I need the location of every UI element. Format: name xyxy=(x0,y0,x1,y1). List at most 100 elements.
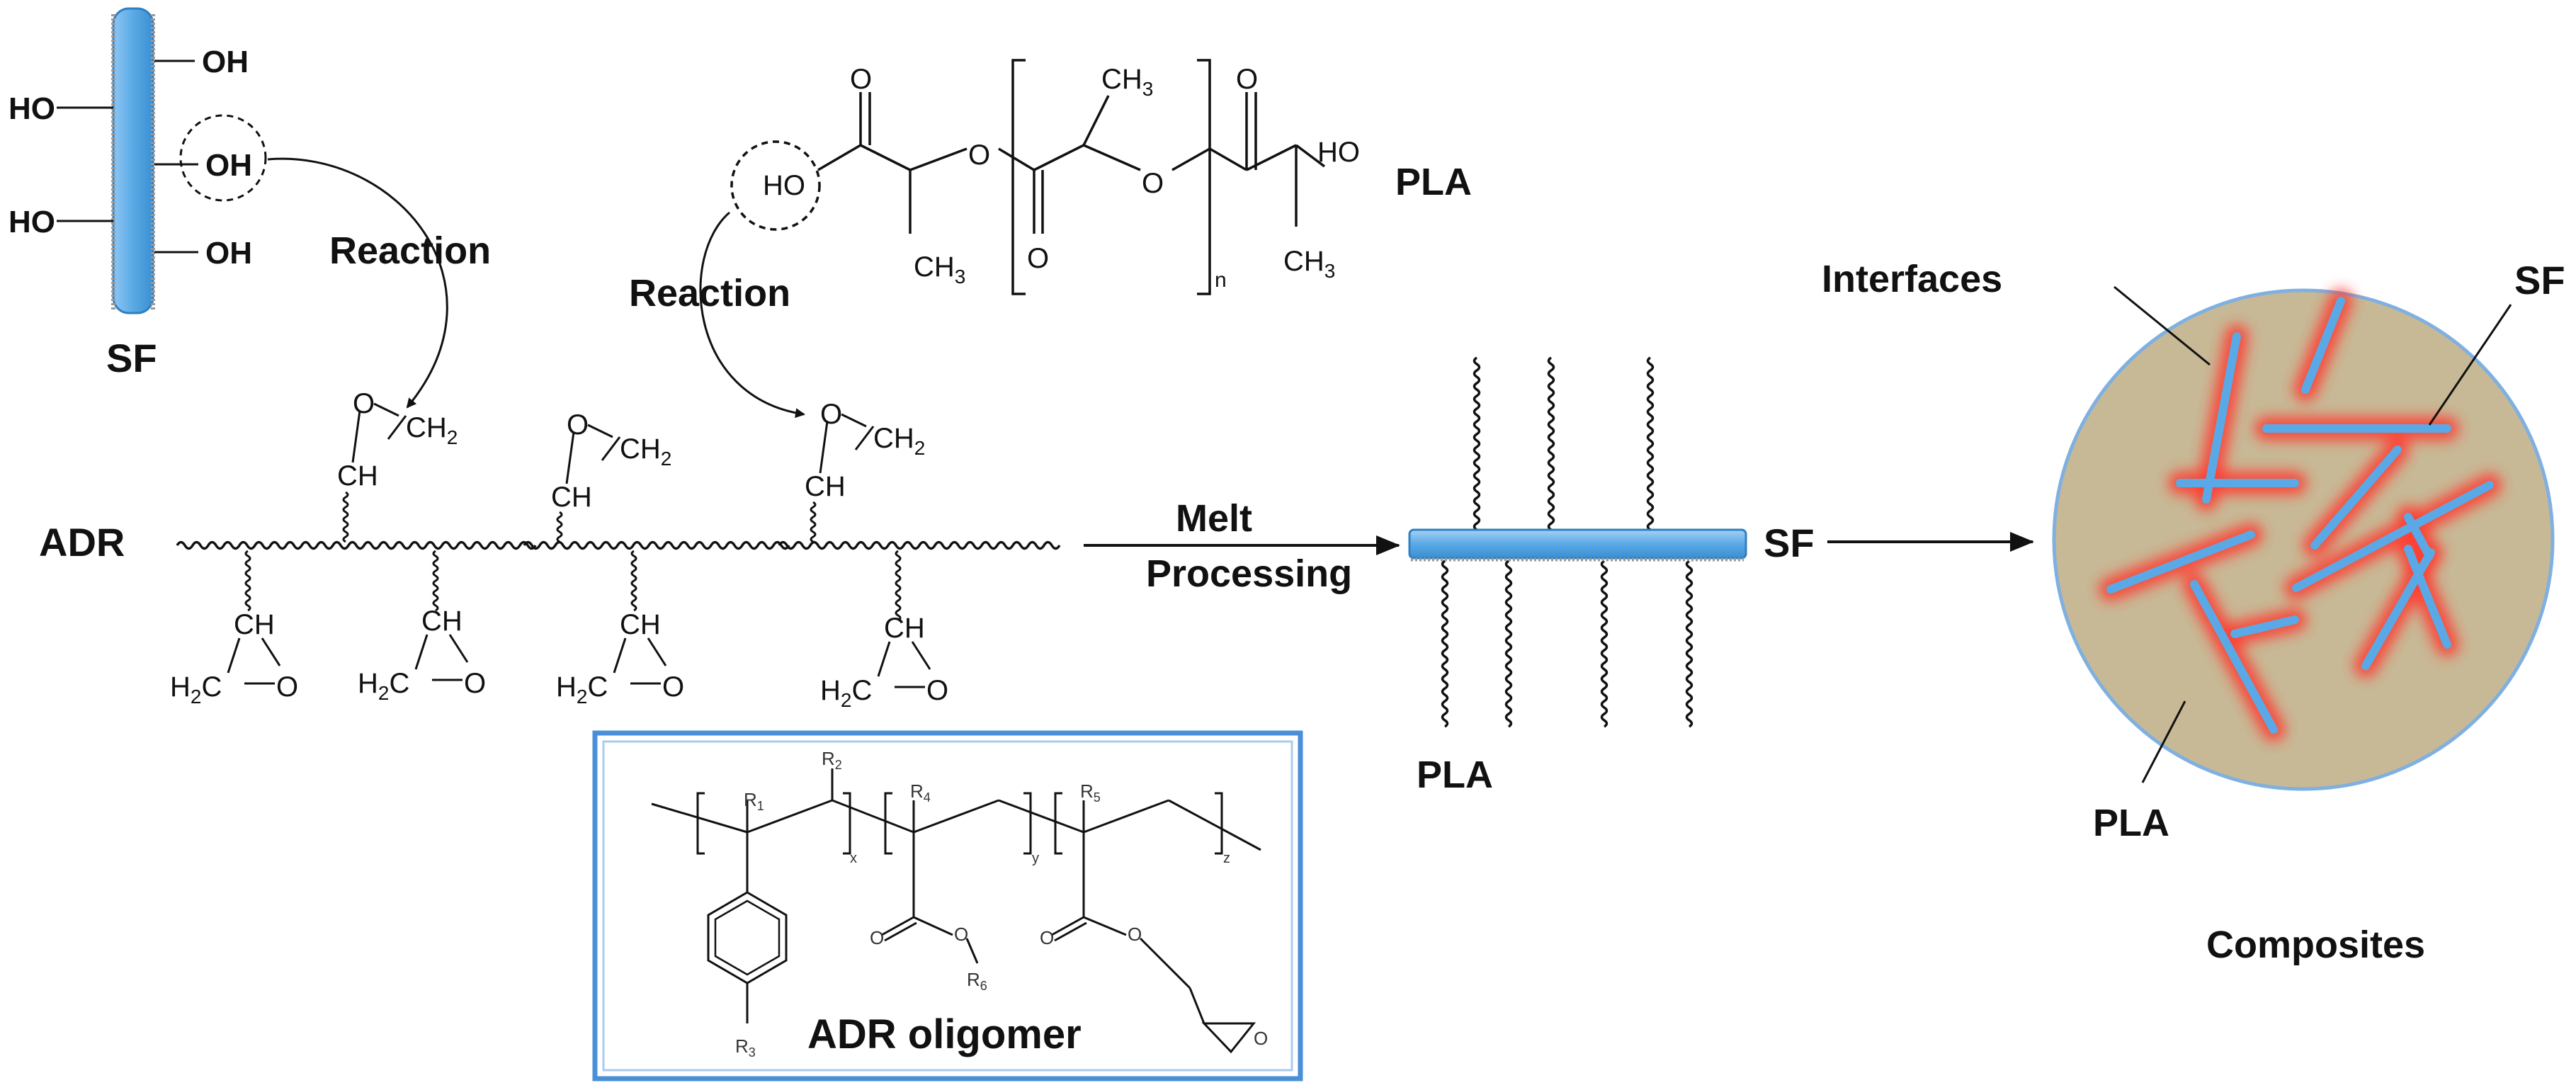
svg-text:O: O xyxy=(1254,1028,1268,1049)
atom-o: O xyxy=(926,675,948,706)
melt-label: Melt xyxy=(1176,497,1252,540)
svg-text:y: y xyxy=(1032,851,1039,866)
epoxide-ring-bond xyxy=(841,413,867,428)
epoxide-ring-bond xyxy=(819,421,829,474)
reaction-arrow-left xyxy=(267,157,448,409)
atom-o: O xyxy=(662,671,684,703)
ho-label: HO xyxy=(8,205,55,239)
epoxide-ring-bond xyxy=(613,637,627,674)
atom-o: O xyxy=(1027,243,1049,274)
oh-label: OH xyxy=(202,45,249,79)
epoxide-ring-bond xyxy=(261,637,281,666)
epoxide-ring-bond xyxy=(227,637,241,674)
epoxide-ring-bond xyxy=(877,641,891,677)
atom-h2c: H2C xyxy=(170,671,222,708)
svg-text:R4: R4 xyxy=(910,780,931,805)
reactive-site-circle xyxy=(179,114,267,202)
atom-o: O xyxy=(1236,64,1258,95)
adr-backbone-segment xyxy=(523,540,790,550)
grafted-sf: SF PLA xyxy=(1408,356,1815,796)
sf-pointer xyxy=(2428,304,2512,426)
atom-ch: CH xyxy=(805,471,846,502)
interfaces-label: Interfaces xyxy=(1822,258,2002,300)
epoxide-linker xyxy=(630,550,637,612)
reaction-label-left: Reaction xyxy=(329,229,491,272)
adr-backbone-segment xyxy=(778,540,1061,550)
epoxide-linker xyxy=(810,501,817,543)
sf-label-mid: SF xyxy=(1764,521,1815,565)
atom-h2c: H2C xyxy=(358,668,409,704)
adr-oligomer-label: ADR oligomer xyxy=(807,1011,1082,1057)
sf-fiber xyxy=(2106,530,2255,594)
svg-text:O: O xyxy=(954,924,968,945)
epoxide-ring-bond xyxy=(351,410,361,463)
composite: Interfaces SF PLA Composites xyxy=(1822,258,2565,966)
sf-fiber-horizontal xyxy=(1408,528,1747,560)
oh-label: OH xyxy=(205,148,252,183)
atom-ch2: CH2 xyxy=(406,412,458,448)
oligomer-atom-labels: R1 R2 R3 R4 R5 R6 O O O O O x y z xyxy=(735,748,1268,1060)
atom-o: O xyxy=(353,388,375,419)
sf-fiber-vertical xyxy=(112,7,154,314)
atom-o: O xyxy=(820,399,842,430)
atom-o: O xyxy=(968,140,990,171)
pla-graft-chain xyxy=(1547,356,1555,538)
reaction-arrow-right xyxy=(699,211,805,419)
pla-graft-chain xyxy=(1646,356,1655,538)
pla-graft-chain xyxy=(1473,356,1481,538)
svg-text:x: x xyxy=(850,851,857,866)
pla-atom-labels: O HO O CH3 O CH3 O n O HO CH3 PLA xyxy=(763,64,1472,292)
epoxide-linker xyxy=(432,550,439,612)
atom-ch3: CH3 xyxy=(914,251,965,288)
atom-o: O xyxy=(1142,168,1164,199)
sf-fiber xyxy=(2190,580,2278,734)
atom-ch3: CH3 xyxy=(1101,64,1153,100)
epoxide-ring-bond xyxy=(647,637,667,666)
pla-graft-chain xyxy=(1600,560,1608,728)
atom-ch: CH xyxy=(234,609,275,640)
epoxide-linker xyxy=(244,550,251,612)
sf-label-right: SF xyxy=(2514,258,2565,302)
epoxide-linker xyxy=(556,511,563,543)
sf-fiber xyxy=(2361,548,2435,670)
svg-text:O: O xyxy=(1128,924,1142,945)
svg-text:O: O xyxy=(870,927,884,948)
sf-fiber xyxy=(2292,481,2494,592)
pla-label-top: PLA xyxy=(1395,161,1472,203)
adr-backbone-segment xyxy=(176,540,537,550)
epoxide-linker xyxy=(895,550,902,622)
atom-ho: HO xyxy=(763,170,805,201)
svg-text:R2: R2 xyxy=(822,748,842,772)
epoxide-ring-bond xyxy=(911,641,931,670)
atom-ch3: CH3 xyxy=(1283,246,1335,282)
svg-text:z: z xyxy=(1223,851,1230,866)
sf-fiber xyxy=(2310,445,2402,550)
adr-label: ADR xyxy=(39,520,125,564)
repeat-count-n: n xyxy=(1215,268,1227,292)
adr-backbone xyxy=(176,540,1061,550)
svg-text:R1: R1 xyxy=(744,789,764,813)
sf-fiber xyxy=(2230,615,2299,638)
pla-reactive-site-circle xyxy=(730,140,821,231)
epoxide-ring-bond xyxy=(448,634,469,663)
pla-pointer xyxy=(2141,700,2186,783)
epoxide-linker xyxy=(342,491,349,543)
svg-text:R5: R5 xyxy=(1080,780,1101,805)
atom-ch: CH xyxy=(421,606,463,637)
atom-o: O xyxy=(464,668,486,699)
oligomer-structure xyxy=(651,768,1261,1054)
oh-label: OH xyxy=(205,236,252,271)
atom-o: O xyxy=(276,671,298,703)
oligomer-frame xyxy=(592,730,1303,1082)
sf-fiber xyxy=(2202,332,2241,504)
atom-ch2: CH2 xyxy=(620,433,671,470)
atom-ch: CH xyxy=(551,482,592,513)
atom-h2c: H2C xyxy=(556,671,608,708)
atom-o: O xyxy=(850,64,872,95)
sf-fibers-in-matrix xyxy=(2106,297,2494,734)
pla-label-mid: PLA xyxy=(1417,754,1493,796)
epoxide-ring-bond xyxy=(565,431,575,484)
epoxide-ring-bond xyxy=(414,634,429,670)
